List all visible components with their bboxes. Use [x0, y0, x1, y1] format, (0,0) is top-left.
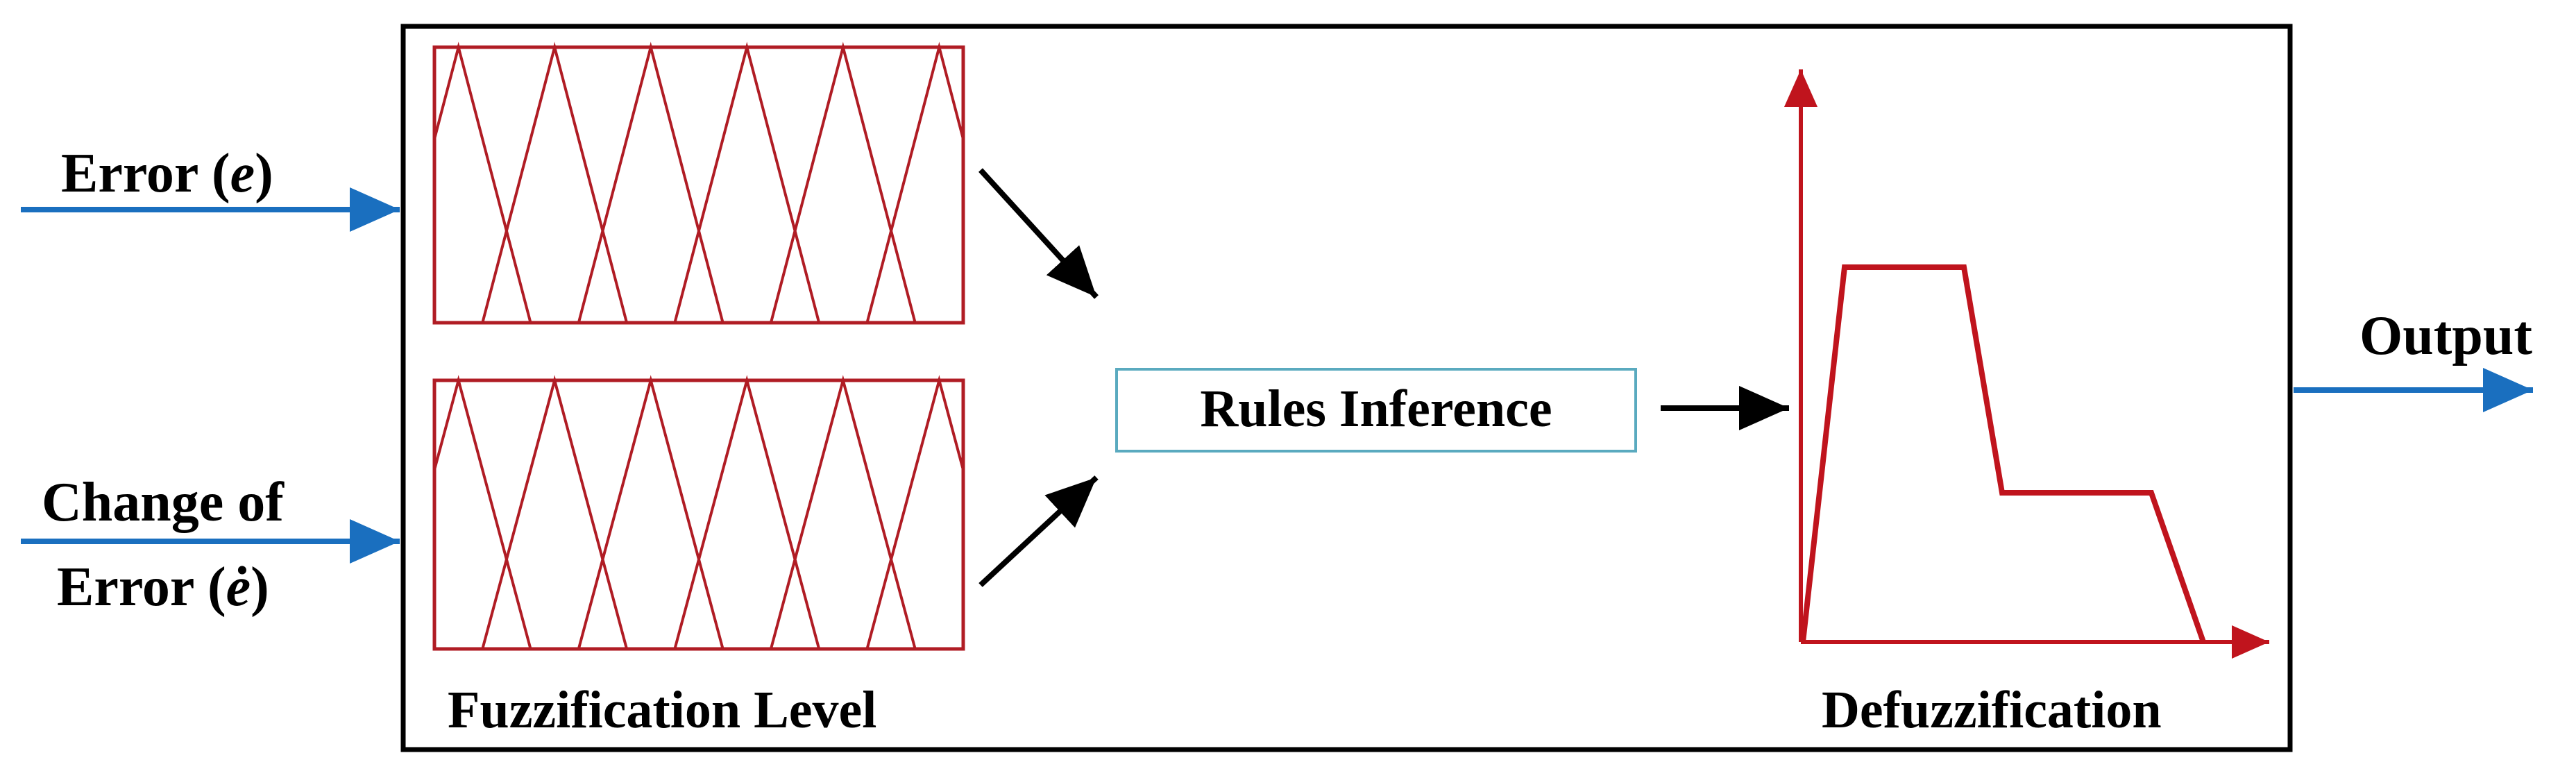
membership-triangle	[577, 42, 724, 323]
fuzzification-level-label: Fuzzification Level	[448, 681, 876, 739]
fuzzification-to-rules-arrow-top	[978, 168, 1099, 299]
error-input-label: Error (e)	[61, 143, 273, 204]
defuzzification-plot	[1784, 69, 2269, 659]
membership-triangle	[433, 42, 532, 323]
rules-inference-box	[1115, 368, 1637, 453]
membership-triangle	[481, 375, 629, 650]
membership-triangle	[577, 375, 724, 650]
defuzz-output-shape	[1800, 264, 2206, 643]
fuzzification-to-rules-arrow-bottom	[978, 475, 1099, 587]
membership-triangle	[865, 375, 965, 650]
membership-triangle	[769, 42, 917, 323]
controller-frame	[400, 24, 2293, 752]
membership-triangle	[865, 42, 965, 323]
membership-triangle	[433, 375, 532, 650]
membership-triangle	[673, 375, 821, 650]
change-of-error-label-line2: Error (ė)	[57, 557, 269, 618]
defuzzification-label: Defuzzification	[1822, 681, 2162, 739]
fuzzification-change-membership	[432, 375, 965, 651]
membership-triangle	[481, 42, 629, 323]
fuzzification-error-membership	[432, 42, 965, 325]
rules-inference-label: Rules Inference	[1200, 380, 1552, 438]
membership-triangle	[769, 375, 917, 650]
membership-frame	[432, 378, 965, 651]
membership-frame	[432, 45, 965, 325]
change-of-error-label-line1: Change of	[42, 472, 285, 533]
membership-triangle	[673, 42, 821, 323]
output-label: Output	[2359, 305, 2532, 366]
